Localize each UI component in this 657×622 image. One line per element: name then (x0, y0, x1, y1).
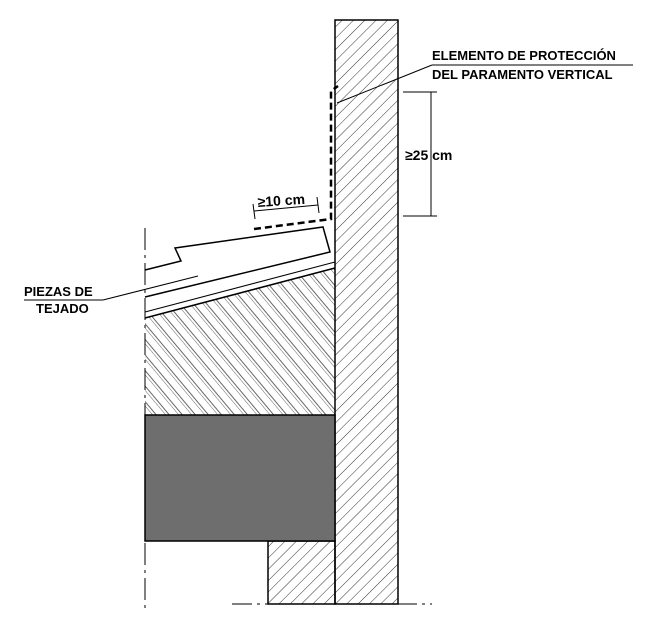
dim-vertical-label: ≥25 cm (405, 147, 452, 163)
tiles-leader-line (102, 275, 199, 301)
dim-horizontal-line (253, 204, 319, 212)
tiles-label-line2: TEJADO (36, 301, 89, 316)
dim-horizontal-label: ≥10 cm (257, 191, 305, 210)
wall-base-step (267, 540, 336, 605)
roof-tile-piece (144, 226, 331, 298)
insulation-top-edge (144, 267, 336, 319)
protection-label-line1: ELEMENTO DE PROTECCIÓN (432, 48, 616, 63)
protection-label-line2: DEL PARAMENTO VERTICAL (432, 67, 613, 82)
dim-horizontal-tick-left (252, 203, 256, 220)
tiles-label-line1: PIEZAS DE (24, 284, 93, 299)
protection-leader-line (336, 64, 433, 104)
concrete-slab (144, 414, 336, 542)
insulation-layer (145, 268, 335, 415)
insulation-top-edge-2 (144, 261, 336, 313)
protection-element (253, 84, 339, 231)
wall (334, 19, 399, 605)
dim-horizontal-tick-right (316, 196, 320, 214)
